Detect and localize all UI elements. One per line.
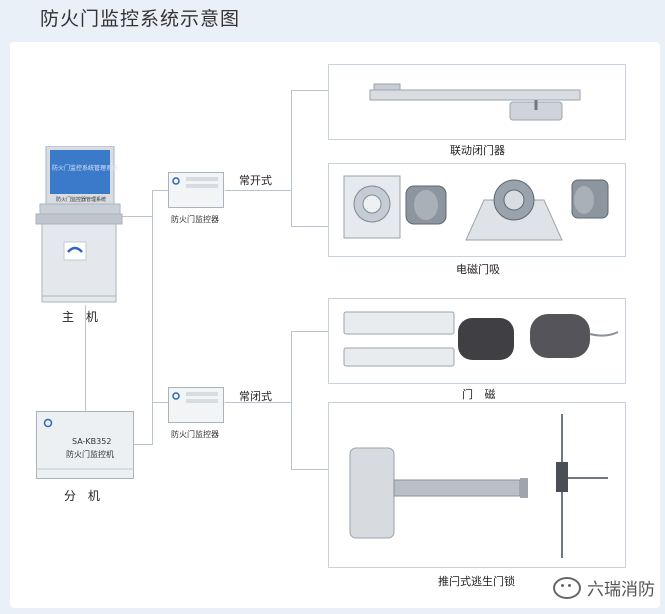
watermark: 六瑞消防 <box>553 575 655 600</box>
controller-2-mode: 常闭式 <box>239 390 272 403</box>
subhost-name: 防火门监控机 <box>66 450 114 459</box>
connector-trunk-controller2 <box>152 402 168 403</box>
connector-bus-closer <box>291 90 329 91</box>
connector-host-controller1 <box>118 216 153 217</box>
connector-host-subhost <box>85 305 86 411</box>
connector-trunk <box>152 190 153 445</box>
wechat-icon <box>553 576 581 599</box>
host-computer <box>35 146 123 303</box>
device-box-closer <box>328 64 626 140</box>
device-contact-label: 门 磁 <box>462 388 500 401</box>
connector-controller1-bus <box>225 190 292 191</box>
host-panel-text: 防火门监控器管理系统 <box>56 197 107 203</box>
controller-2-label: 防火门监控器 <box>171 430 219 439</box>
device-lock-label: 推闩式逃生门锁 <box>438 575 515 588</box>
connector-bus-contact <box>291 331 329 332</box>
host-label: 主 机 <box>62 310 102 324</box>
page-title: 防火门监控系统示意图 <box>40 8 241 30</box>
connector-bus-holder <box>291 226 329 227</box>
connector-bus-lock <box>291 469 329 470</box>
connector-subhost-controller2 <box>132 444 153 445</box>
panic-bar-image <box>349 414 608 558</box>
connector-trunk-controller1 <box>152 190 168 191</box>
subhost-label: 分 机 <box>64 489 104 503</box>
host-screen-text: 防火门监控系统管理系统 <box>52 165 119 172</box>
controller-1-label: 防火门监控器 <box>171 215 219 224</box>
bus-open <box>291 90 292 227</box>
subhost-model: SA-KB352 <box>72 437 112 446</box>
controller-1-mode: 常开式 <box>239 174 272 187</box>
device-holder-label: 电磁门吸 <box>456 263 500 276</box>
connector-controller2-bus <box>225 402 292 403</box>
device-closer-label: 联动闭门器 <box>450 144 505 157</box>
controller-2 <box>168 387 224 423</box>
door-contact-image <box>343 311 619 367</box>
watermark-text: 六瑞消防 <box>587 580 655 600</box>
magnetic-holder-image <box>343 175 609 241</box>
door-closer-image <box>369 83 581 121</box>
bus-closed <box>291 331 292 470</box>
subhost-unit <box>36 411 134 479</box>
controller-1 <box>168 172 224 208</box>
